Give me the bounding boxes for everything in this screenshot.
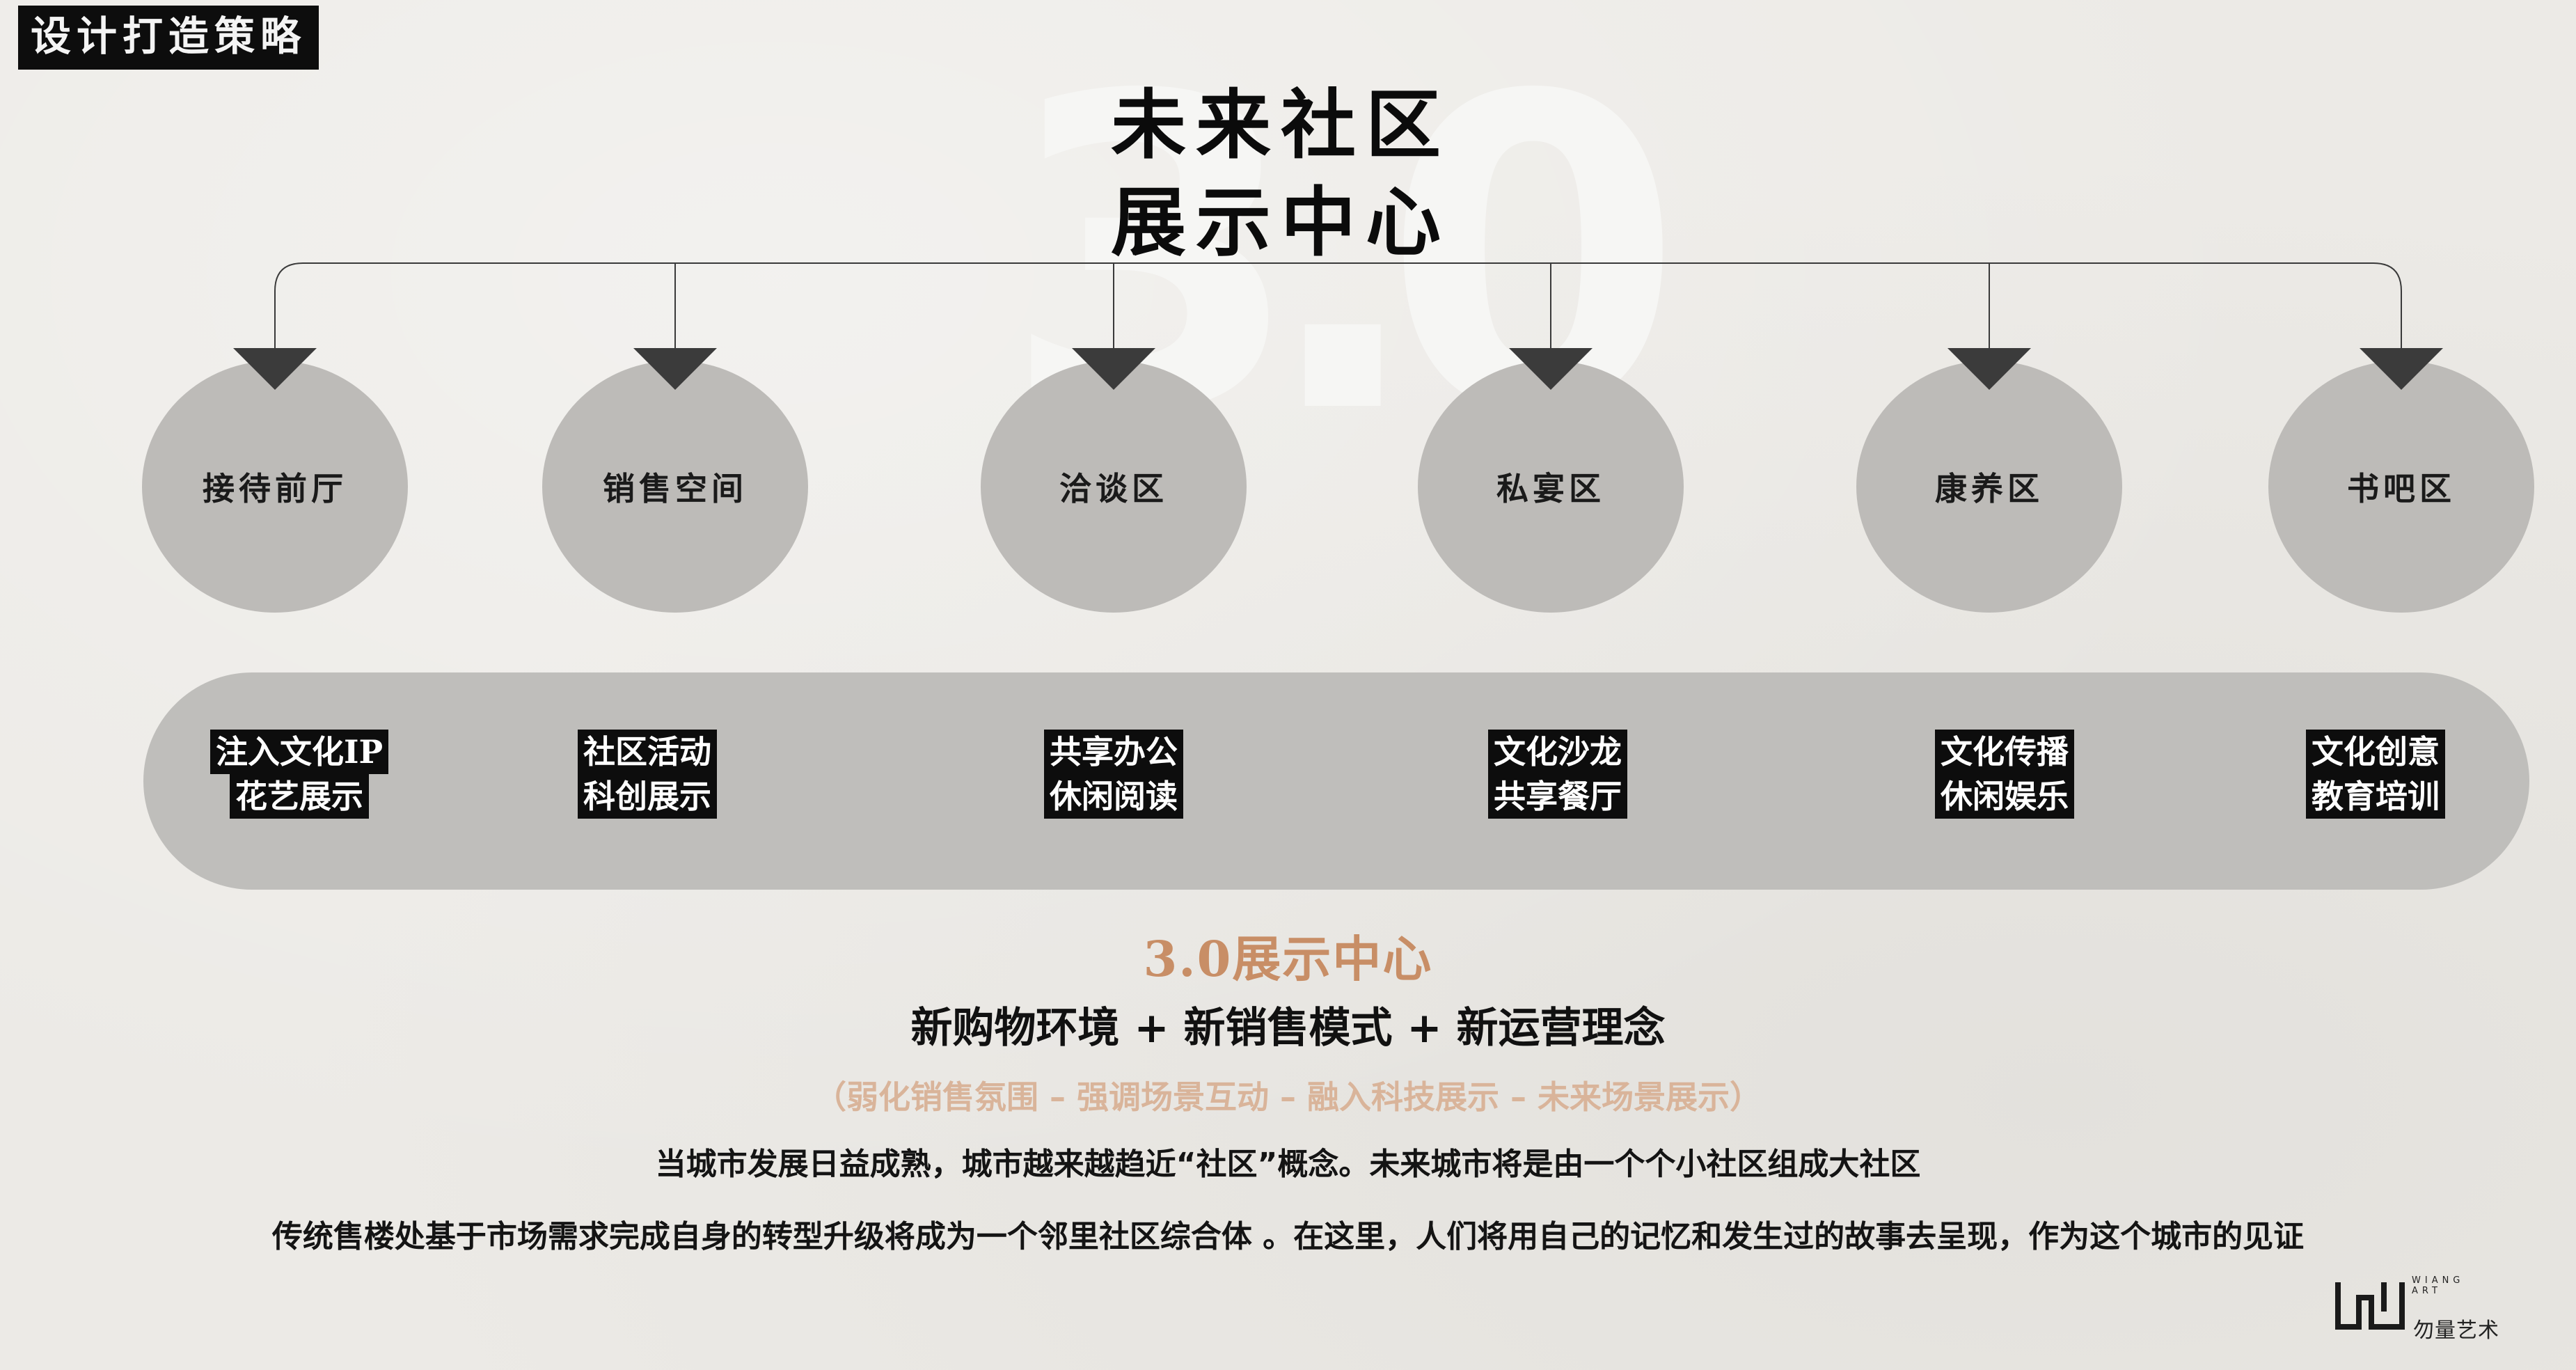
connector-trunk [274,262,2402,348]
zone-circle: 书吧区 [2268,361,2534,613]
summary-paragraph-1: 当城市发展日益成熟，城市越来越趋近“社区”概念。未来城市将是由一个个小社区组成大… [655,1147,1921,1182]
feature-chip: 共享餐厅 [1488,774,1627,819]
summary-title: 3.0展示中心 [1143,930,1433,988]
feature-chip: 休闲阅读 [1044,774,1183,819]
arrow-down-icon [1947,348,2031,390]
feature-chip: 休闲娱乐 [1935,774,2074,819]
zone-circle: 洽谈区 [981,361,1247,613]
zone-label: 书吧区 [2347,470,2456,507]
feature-chip: 注入文化IP [210,730,389,774]
summary-paragraph-2: 传统售楼处基于市场需求完成自身的转型升级将成为一个邻里社区综合体 。在这里，人们… [271,1219,2305,1254]
feature-chip: 文化传播 [1935,730,2074,774]
arrow-down-icon [633,348,717,390]
feature-chip: 文化创意 [2306,730,2445,774]
zone-circle: 销售空间 [542,361,808,613]
feature-chip: 文化沙龙 [1488,730,1627,774]
summary-formula: 新购物环境 + 新销售模式 + 新运营理念 [910,1004,1666,1053]
arrow-down-icon [233,348,317,390]
zone-circle: 接待前厅 [142,361,408,613]
connector-lines [274,262,2402,348]
center-title: 未来社区 展示中心 [1086,77,1476,271]
feature-chip: 科创展示 [578,774,717,819]
summary-strategy: （弱化销售氛围 – 强调场景互动 – 融入科技展示 – 未来场景展示） [814,1078,1762,1116]
zone-features: 共享办公休闲阅读 [1002,730,1225,819]
zone-label: 接待前厅 [203,470,347,507]
arrow-down-icon [1509,348,1593,390]
zone-label: 私宴区 [1496,470,1605,507]
logo-chinese: 勿量艺术 [2413,1318,2499,1343]
arrow-down-icon [2360,348,2443,390]
zone-label: 康养区 [1935,470,2044,507]
zone-label: 销售空间 [603,470,748,507]
feature-chip: 社区活动 [578,730,717,774]
zone-features: 社区活动科创展示 [536,730,759,819]
feature-chip: 教育培训 [2306,774,2445,819]
zone-features: 文化传播休闲娱乐 [1893,730,2116,819]
zone-circle: 康养区 [1856,361,2122,613]
zone-label: 洽谈区 [1059,470,1168,507]
logo-english: WIANG ART [2412,1275,2465,1296]
zone-features: 文化创意教育培训 [2264,730,2487,819]
feature-band [143,672,2529,890]
center-title-line1: 未来社区 [1110,81,1451,169]
center-title-line2: 展示中心 [1110,179,1451,267]
zone-circle: 私宴区 [1418,361,1684,613]
corner-tag: 设计打造策略 [18,6,319,70]
feature-chip: 花艺展示 [230,774,369,819]
brand-logo: WIANG ART 勿量艺术 [2335,1270,2537,1346]
logo-mark-icon [2335,1282,2405,1330]
feature-chip: 共享办公 [1044,730,1183,774]
zone-features: 文化沙龙共享餐厅 [1446,730,1669,819]
arrow-down-icon [1072,348,1155,390]
